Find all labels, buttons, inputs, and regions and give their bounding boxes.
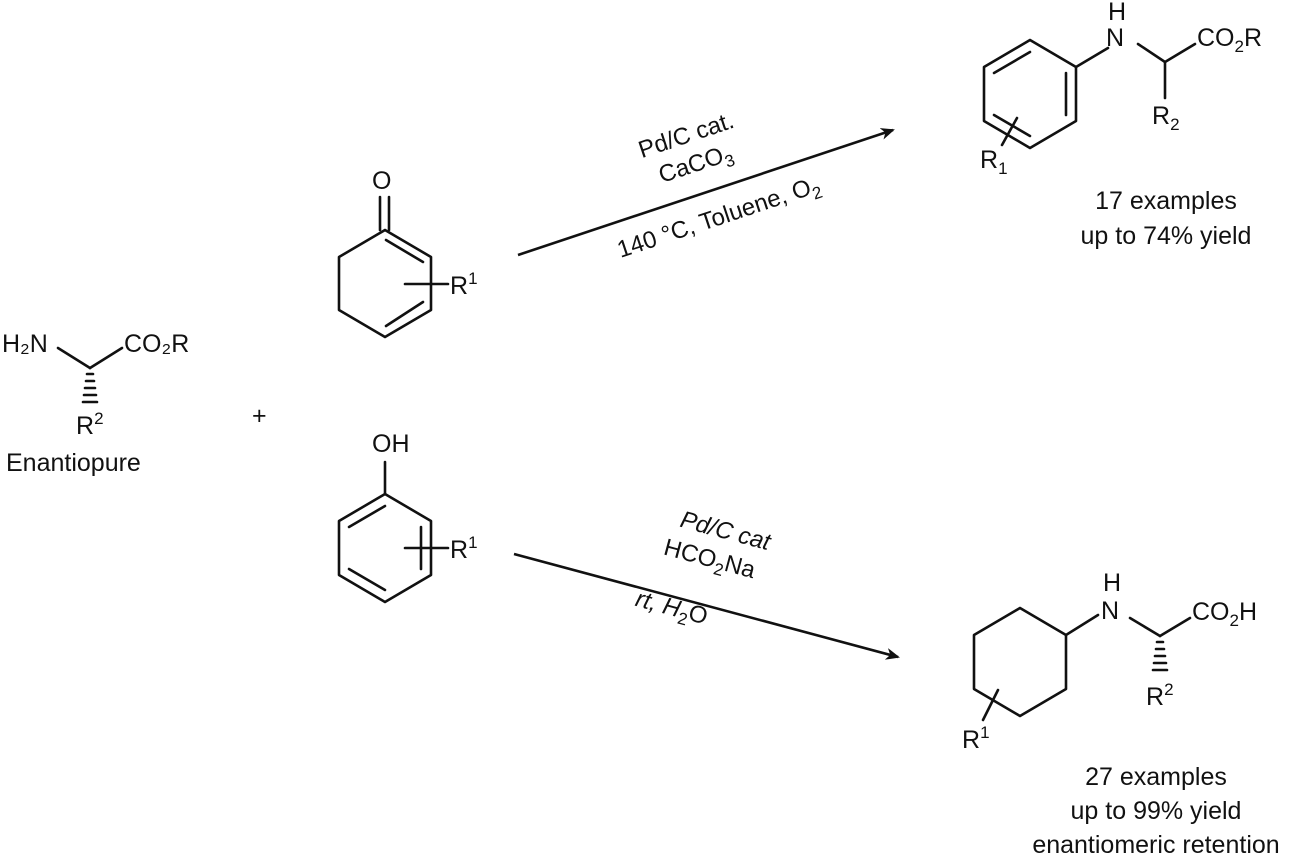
aromatic-bond-a xyxy=(347,504,387,529)
r1-substituent-label: R1 xyxy=(962,723,990,754)
r1-substituent-label: R1 xyxy=(980,146,1008,178)
calpha-carboxyl-bond xyxy=(88,346,124,370)
nh-hydrogen-label: H xyxy=(1108,0,1126,26)
cyclohexenone-structure: O R1 xyxy=(337,167,478,339)
bottom-yield-text: up to 99% yield xyxy=(1071,797,1242,825)
top-product-structure: H N CO2R R2 R1 17 examples up to 74% yie… xyxy=(980,0,1262,250)
hydroxyl-label: OH xyxy=(372,430,410,458)
bottom-product-structure: H N CO2H R2 R1 27 examples up to 99% yie… xyxy=(962,569,1280,859)
top-examples-count: 17 examples xyxy=(1095,187,1237,215)
plus-sign: + xyxy=(252,402,267,430)
conditions-label: 140 °C, Toluene, O2 xyxy=(614,171,825,267)
bottom-reaction-arrow: Pd/C cat HCO2Na rt, H2O xyxy=(513,506,900,660)
amino-acid-structure: H₂N CO₂R R2 Enantiopure xyxy=(2,330,189,477)
r1-bond xyxy=(1000,116,1019,147)
ring-double-bond-2 xyxy=(384,300,425,328)
hashed-wedge-bond xyxy=(1151,640,1169,672)
enantiopure-caption: Enantiopure xyxy=(6,449,141,477)
r1-substituent-label: R1 xyxy=(450,533,478,564)
reaction-arrow xyxy=(513,552,900,660)
bottom-conditions: Pd/C cat HCO2Na rt, H2O xyxy=(632,506,775,634)
top-reaction-arrow: Pd/C cat. CaCO3 140 °C, Toluene, O2 xyxy=(517,107,895,267)
solvent-label: rt, H2O xyxy=(632,585,711,634)
r1-bond xyxy=(981,688,1000,722)
ring-double-bond xyxy=(384,238,425,264)
phenol-structure: OH R1 xyxy=(337,430,478,604)
aromatic-bond-c xyxy=(347,567,387,592)
nitrogen-label: N xyxy=(1101,597,1119,625)
n-calpha-bond xyxy=(1128,616,1162,638)
aryl-n-bond xyxy=(1074,46,1110,69)
nh-hydrogen-label: H xyxy=(1103,569,1121,597)
r2-substituent-label: R2 xyxy=(1152,102,1180,134)
ring-n-bond xyxy=(1064,613,1100,637)
calpha-acid-bond xyxy=(1158,616,1192,638)
reaction-arrow xyxy=(517,128,895,257)
top-yield-text: up to 74% yield xyxy=(1081,222,1252,250)
amine-group-label: H₂N xyxy=(2,330,48,358)
r2-substituent-label: R2 xyxy=(76,409,104,440)
cyclohexene-ring xyxy=(337,228,433,339)
aryl-ring xyxy=(982,38,1078,150)
r2-substituent-label: R2 xyxy=(1146,680,1174,711)
n-calpha-bond xyxy=(1136,42,1167,64)
ester-group-label: CO2R xyxy=(1197,24,1262,56)
ester-group-label: CO₂R xyxy=(124,330,189,358)
calpha-ester-bond xyxy=(1163,42,1197,64)
aromatic-bond-a xyxy=(992,50,1032,75)
bottom-examples-count: 27 examples xyxy=(1085,763,1227,791)
bottom-retention-text: enantiomeric retention xyxy=(1032,831,1279,859)
r1-substituent-label: R1 xyxy=(450,269,478,300)
nitrogen-label: N xyxy=(1106,24,1124,52)
acid-group-label: CO2H xyxy=(1192,598,1257,630)
carbonyl-oxygen-label: O xyxy=(372,167,391,195)
cyclohexyl-ring xyxy=(972,606,1068,718)
n-calpha-bond xyxy=(56,346,92,370)
top-conditions: Pd/C cat. CaCO3 140 °C, Toluene, O2 xyxy=(614,107,825,267)
benzene-ring xyxy=(337,492,433,604)
hashed-wedge-bond xyxy=(81,372,99,404)
